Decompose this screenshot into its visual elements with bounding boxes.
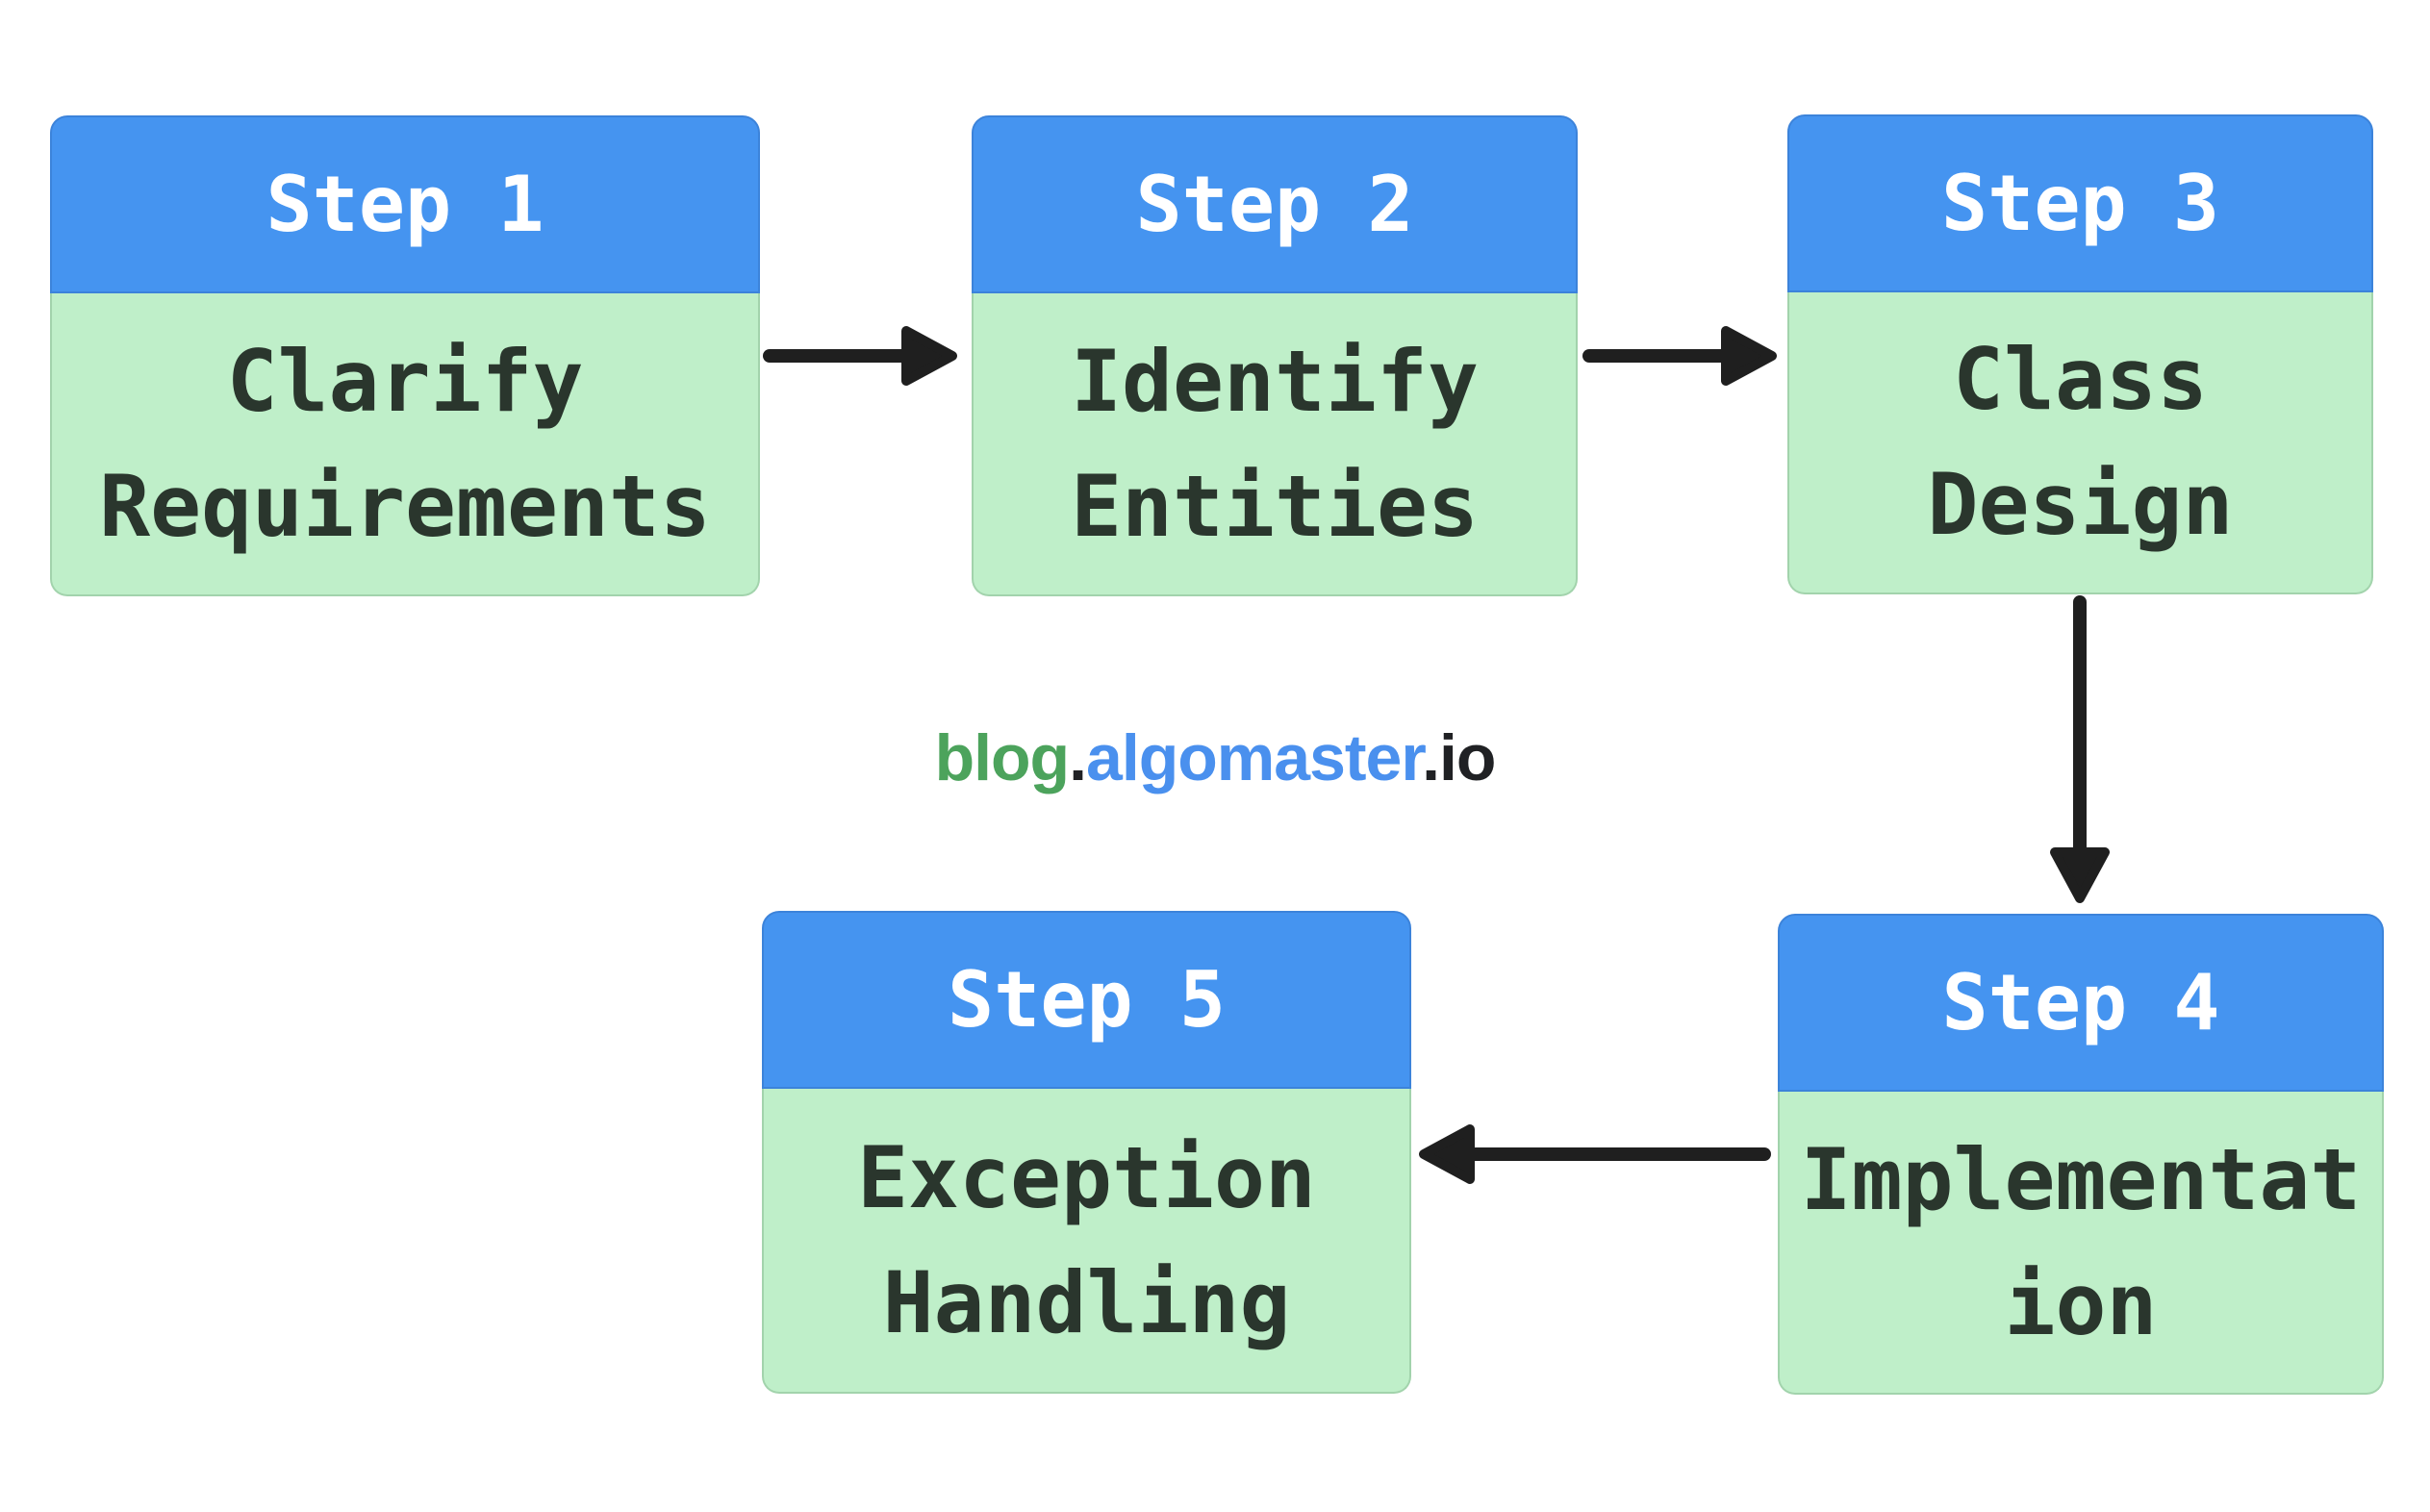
step-2-label-line-2: Entities [1071,456,1479,556]
step-2-label-line-1: Identify [1071,331,1479,431]
arrow-step2-to-step3-icon [1582,326,1777,386]
step-1-label-line-2: Requirements [99,456,711,556]
step-1-label-line-1: Clarify [226,331,584,431]
arrow-step3-to-step4-icon [2050,595,2110,903]
step-4-label-line-1: Implementat [1800,1129,2362,1229]
step-3-header-label: Step 3 [1941,159,2219,248]
step-3-header: Step 3 [1787,114,2373,292]
step-2-header-label: Step 2 [1135,160,1414,249]
step-4-header-label: Step 4 [1941,958,2220,1047]
step-4-label-line-2: ion [2004,1254,2158,1354]
step-2-box: Step 2 Identify Entities [972,115,1578,596]
step-1-body: Clarify Requirements [50,293,760,596]
step-1-header-label: Step 1 [266,160,544,249]
step-5-body: Exception Handling [762,1089,1411,1394]
step-3-body: Class Design [1787,292,2373,594]
arrow-step1-to-step2-icon [763,326,957,386]
watermark-blog-text: blog [934,721,1071,794]
step-5-label-line-1: Exception [857,1127,1316,1227]
watermark-io-text: .io [1422,721,1496,794]
watermark-algomaster-text: algomaster [1086,721,1423,794]
step-3-box: Step 3 Class Design [1787,114,2373,594]
watermark-dot-text: . [1069,721,1087,794]
step-5-header: Step 5 [762,911,1411,1089]
step-1-header: Step 1 [50,115,760,293]
step-5-box: Step 5 Exception Handling [762,911,1411,1394]
step-5-label-line-2: Handling [882,1252,1291,1352]
step-2-body: Identify Entities [972,293,1578,596]
step-4-body: Implementat ion [1778,1092,2384,1395]
step-3-label-line-2: Design [1927,455,2234,554]
step-1-box: Step 1 Clarify Requirements [50,115,760,596]
step-5-header-label: Step 5 [948,955,1226,1045]
arrow-step4-to-step5-icon [1419,1124,1771,1184]
step-4-box: Step 4 Implementat ion [1778,914,2384,1395]
step-4-header: Step 4 [1778,914,2384,1092]
step-2-header: Step 2 [972,115,1578,293]
watermark: blog.algomaster.io [0,719,2430,796]
step-3-label-line-1: Class [1953,330,2208,429]
